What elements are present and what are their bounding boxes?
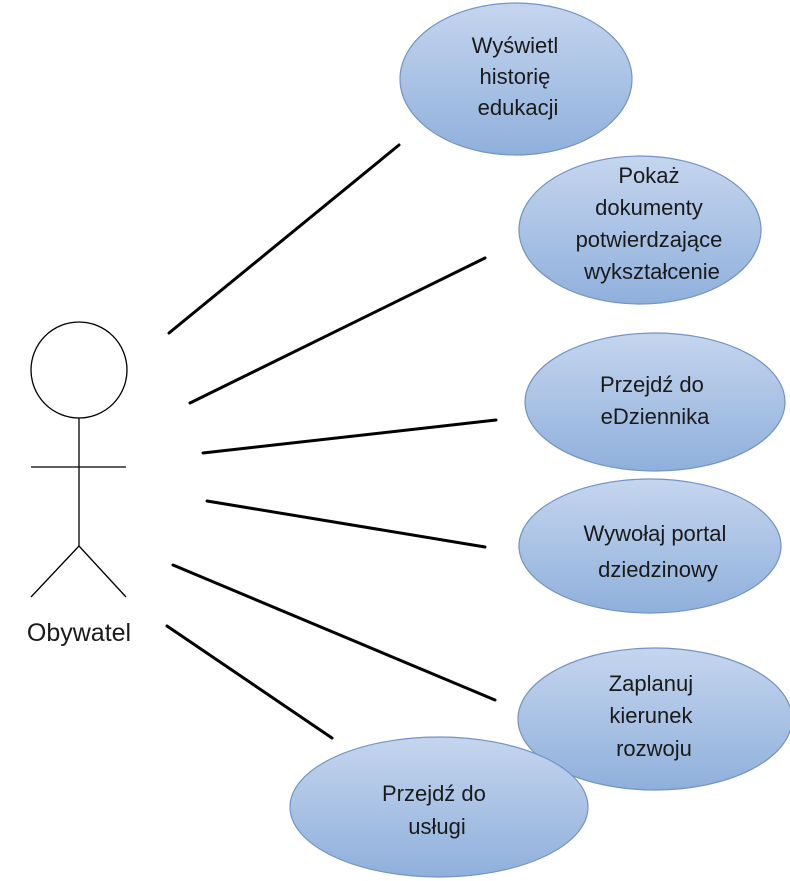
use-case-label: Przejdź do usługi xyxy=(382,781,492,839)
use-case-ellipse xyxy=(517,647,790,791)
actor-label: Obywatel xyxy=(27,619,131,647)
use-case-ellipse xyxy=(518,155,762,305)
use-case-label-line: Przejdź do xyxy=(382,781,486,806)
actor-obywatel[interactable]: Obywatel xyxy=(27,321,131,647)
use-case-ellipse xyxy=(524,332,786,472)
use-case-label-line: wykształcenie xyxy=(583,259,720,284)
actor-head xyxy=(30,321,128,419)
association-line-plan xyxy=(171,563,497,702)
use-case-ediary[interactable]: Przejdź do eDziennika xyxy=(524,332,786,472)
use-case-ellipse xyxy=(518,478,782,614)
use-case-documents[interactable]: Pokaż dokumenty potwierdzające wykształc… xyxy=(518,155,762,305)
use-case-label-line: Przejdź do xyxy=(600,372,704,397)
association-lines xyxy=(165,143,498,740)
use-case-ellipse xyxy=(289,736,589,878)
association-line-documents xyxy=(188,256,487,405)
use-case-label: Zaplanuj kierunek rozwoju xyxy=(609,671,700,761)
use-case-label: Wyświetl historię edukacji xyxy=(472,33,565,120)
use-case-label-line: Wyświetl xyxy=(472,33,559,58)
use-case-label-line: dziedzinowy xyxy=(598,557,718,582)
use-case-ellipse xyxy=(399,2,633,156)
use-case-label-line: Zaplanuj xyxy=(609,671,693,696)
use-case-label-line: usługi xyxy=(408,814,465,839)
actor-left-leg xyxy=(30,545,80,598)
use-case-label: Pokaż dokumenty potwierdzające wykształc… xyxy=(576,163,729,284)
association-line-history xyxy=(167,143,401,335)
use-case-label-line: edukacji xyxy=(478,95,559,120)
use-case-label-line: eDziennika xyxy=(601,404,711,429)
use-case-history[interactable]: Wyświetl historię edukacji xyxy=(399,2,633,156)
use-case-label-line: rozwoju xyxy=(616,736,692,761)
use-case-plan[interactable]: Zaplanuj kierunek rozwoju xyxy=(517,647,790,791)
use-case-portal[interactable]: Wywołaj portal dziedzinowy xyxy=(518,478,782,614)
use-case-label-line: kierunek xyxy=(609,703,693,728)
use-case-label-line: potwierdzające xyxy=(576,227,723,252)
actor-right-leg xyxy=(78,545,127,598)
use-case-label: Przejdź do eDziennika xyxy=(600,372,710,429)
use-case-label-line: dokumenty xyxy=(595,195,703,220)
association-line-portal xyxy=(205,499,487,549)
use-case-label-line: Pokaż xyxy=(618,163,679,188)
association-line-ediary xyxy=(201,418,498,455)
use-case-service[interactable]: Przejdź do usługi xyxy=(289,736,589,878)
use-case-label: Wywołaj portal dziedzinowy xyxy=(584,521,733,582)
association-line-service xyxy=(165,624,334,740)
use-case-label-line: Wywołaj portal xyxy=(584,521,727,546)
use-case-label-line: historię xyxy=(479,64,550,89)
